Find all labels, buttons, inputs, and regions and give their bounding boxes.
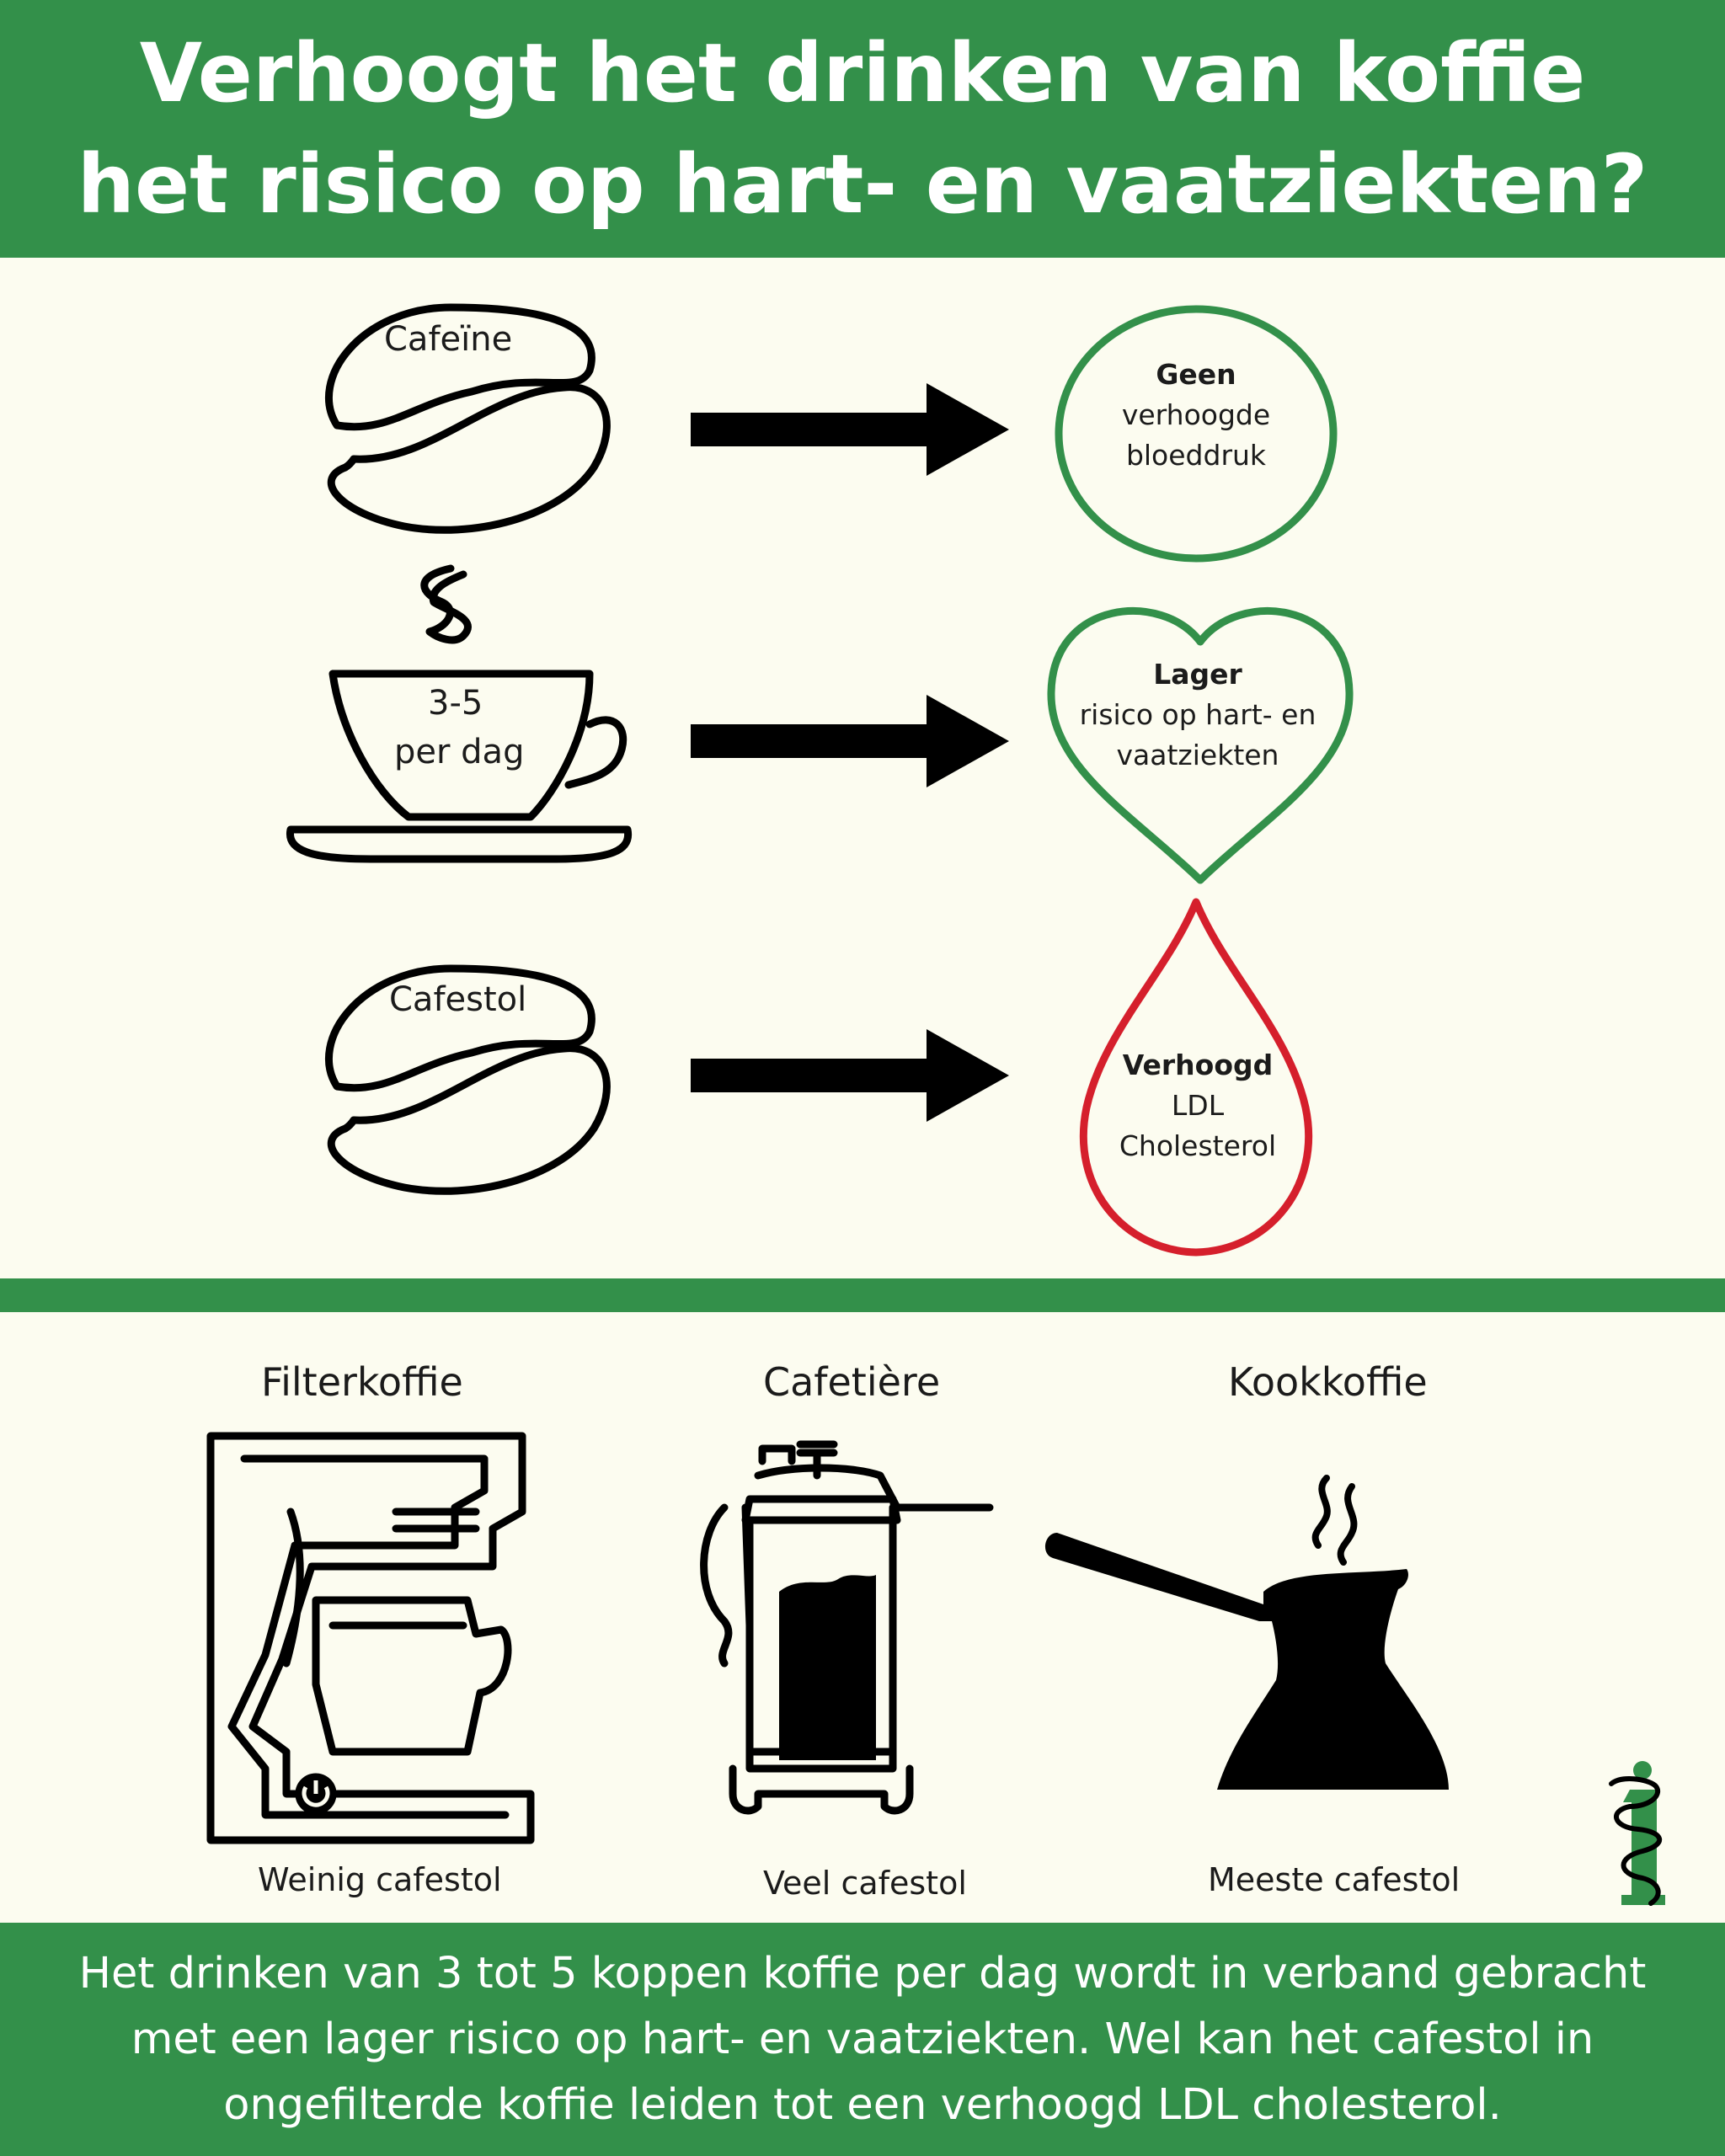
coffee-cup-icon xyxy=(286,564,633,863)
brew-title-filter: Filterkoffie xyxy=(261,1359,463,1405)
outcome-bloodpressure-text: Geen verhoogde bloeddruk xyxy=(1122,355,1270,476)
turkish-pot-icon xyxy=(1044,1475,1449,1790)
brew-caption-filter: Weinig cafestol xyxy=(258,1861,502,1898)
heart-icon xyxy=(1047,607,1354,884)
circle-icon xyxy=(1055,305,1338,563)
page-title: Verhoogt het drinken van koffie het risi… xyxy=(0,0,1725,258)
outcome-cholesterol-text: Verhoogd LDL Cholesterol xyxy=(1119,1045,1276,1166)
outcome-heart-text: Lager risico op hart- en vaatziekten xyxy=(1080,654,1316,776)
outcome-line: verhoogde xyxy=(1121,398,1271,431)
drop-icon xyxy=(1079,898,1313,1257)
arrow-right-icon xyxy=(691,383,1009,476)
outcome-line: risico op hart- en xyxy=(1079,698,1316,731)
coffee-machine-icon xyxy=(206,1432,535,1844)
info-snake-logo-icon xyxy=(1609,1761,1665,1906)
footer-line-3: ongefilterde koffie leiden tot een verho… xyxy=(223,2079,1502,2130)
outcome-bold: Verhoogd xyxy=(1122,1049,1274,1081)
outcome-line: LDL xyxy=(1171,1089,1225,1122)
title-line-2: het risico op hart- en vaatziekten? xyxy=(77,137,1648,232)
cup-label-line-1: 3-5 xyxy=(428,684,483,723)
title-line-1: Verhoogt het drinken van koffie xyxy=(139,26,1586,120)
footer-text: Het drinken van 3 tot 5 koppen koffie pe… xyxy=(0,1923,1725,2156)
coffee-bean-caffeine-icon xyxy=(324,303,611,534)
cafestol-label: Cafestol xyxy=(389,980,527,1019)
outcome-line: vaatziekten xyxy=(1116,739,1279,771)
footer-line-2: met een lager risico op hart- en vaatzie… xyxy=(131,2014,1594,2064)
french-press-icon xyxy=(700,1440,994,1815)
brew-caption-kookkoffie: Meeste cafestol xyxy=(1208,1861,1461,1898)
brew-title-kookkoffie: Kookkoffie xyxy=(1228,1359,1428,1405)
brew-title-cafetiere: Cafetière xyxy=(763,1359,941,1405)
arrow-right-icon xyxy=(691,1029,1009,1122)
outcome-bold: Lager xyxy=(1153,658,1242,691)
cup-label-line-2: per dag xyxy=(394,733,525,771)
footer-bar xyxy=(0,1923,1725,2156)
section-divider xyxy=(0,1278,1725,1312)
coffee-bean-cafestol-icon xyxy=(324,964,611,1195)
header-bar xyxy=(0,0,1725,258)
brew-caption-cafetiere: Veel cafestol xyxy=(763,1865,967,1902)
footer-line-1: Het drinken van 3 tot 5 koppen koffie pe… xyxy=(78,1948,1647,1999)
outcome-line: Cholesterol xyxy=(1119,1129,1277,1162)
arrow-right-icon xyxy=(691,695,1009,787)
caffeine-label: Cafeïne xyxy=(384,320,513,359)
outcome-bold: Geen xyxy=(1156,358,1236,391)
outcome-line: bloeddruk xyxy=(1125,439,1267,472)
